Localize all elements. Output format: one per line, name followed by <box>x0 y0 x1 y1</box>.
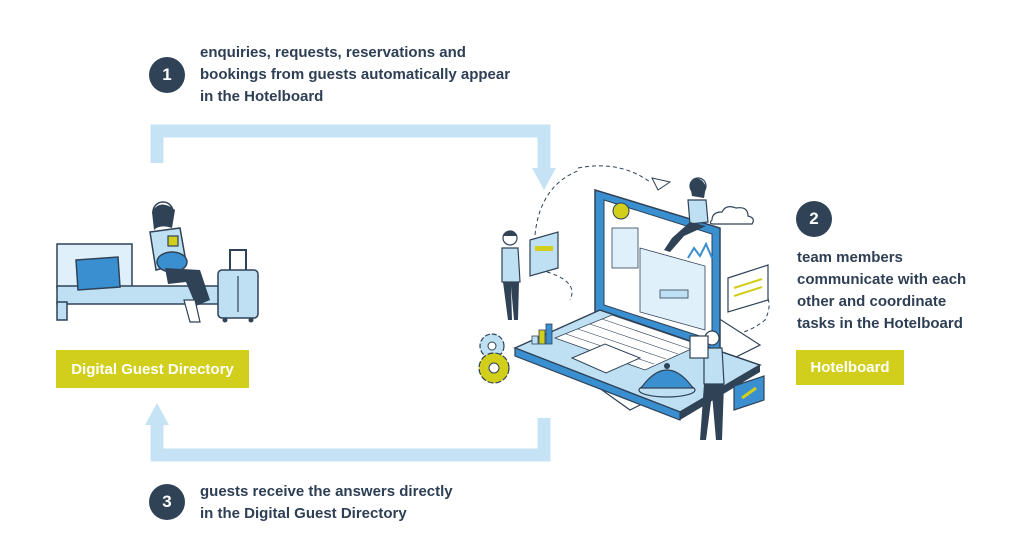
arrow-top <box>150 124 551 170</box>
digital-guest-directory-label: Digital Guest Directory <box>56 350 249 388</box>
step-3-text: guests receive the answers directly in t… <box>200 483 453 522</box>
step-1-text: enquiries, requests, reservations and bo… <box>200 44 511 105</box>
cloche-icon <box>638 363 696 398</box>
arrow-top-head <box>532 168 556 190</box>
gear-icon <box>478 333 510 384</box>
step-2-number: 2 <box>809 209 819 228</box>
arrow-bottom <box>150 418 551 462</box>
step-3-badge: 3 <box>149 484 185 520</box>
step-1-number: 1 <box>162 65 172 84</box>
step-1-badge: 1 <box>149 57 185 93</box>
cloud-icon <box>709 206 754 225</box>
arrow-bottom-head <box>145 403 169 425</box>
paper-plane-icon <box>651 177 672 191</box>
step-3-number: 3 <box>162 492 172 511</box>
hotelboard-label: Hotelboard <box>796 350 904 385</box>
step-2-badge: 2 <box>796 201 832 237</box>
suitcase-icon <box>217 249 259 323</box>
step-2-text: team members communicate with each other… <box>797 249 967 332</box>
